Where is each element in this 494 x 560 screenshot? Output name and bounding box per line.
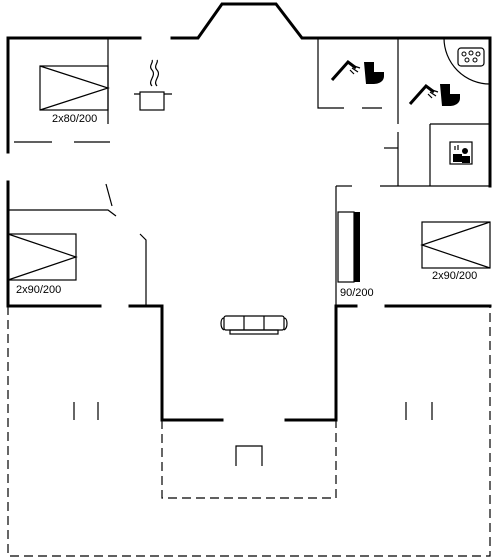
sauna-icon — [449, 141, 473, 165]
single-bed — [337, 211, 360, 283]
terrace-posts — [73, 402, 433, 420]
bed-label-right: 2x90/200 — [432, 270, 477, 282]
bed-label-single: 90/200 — [340, 287, 374, 299]
bed-right — [420, 221, 491, 269]
shower-toilet-icon — [330, 59, 384, 84]
entrance-step — [235, 445, 263, 466]
bed-top-left — [39, 65, 110, 111]
bed-label-top-left: 2x80/200 — [52, 113, 97, 125]
cooking-pot-icon — [134, 59, 172, 111]
bed-mid-left — [7, 233, 78, 281]
terrace-outline — [7, 306, 491, 557]
whirlpool-icon — [457, 47, 485, 67]
interior-walls — [7, 37, 491, 306]
sofa-icon — [220, 315, 288, 335]
shower-toilet-icon-2 — [408, 83, 460, 106]
bed-label-mid-left: 2x90/200 — [16, 284, 61, 296]
